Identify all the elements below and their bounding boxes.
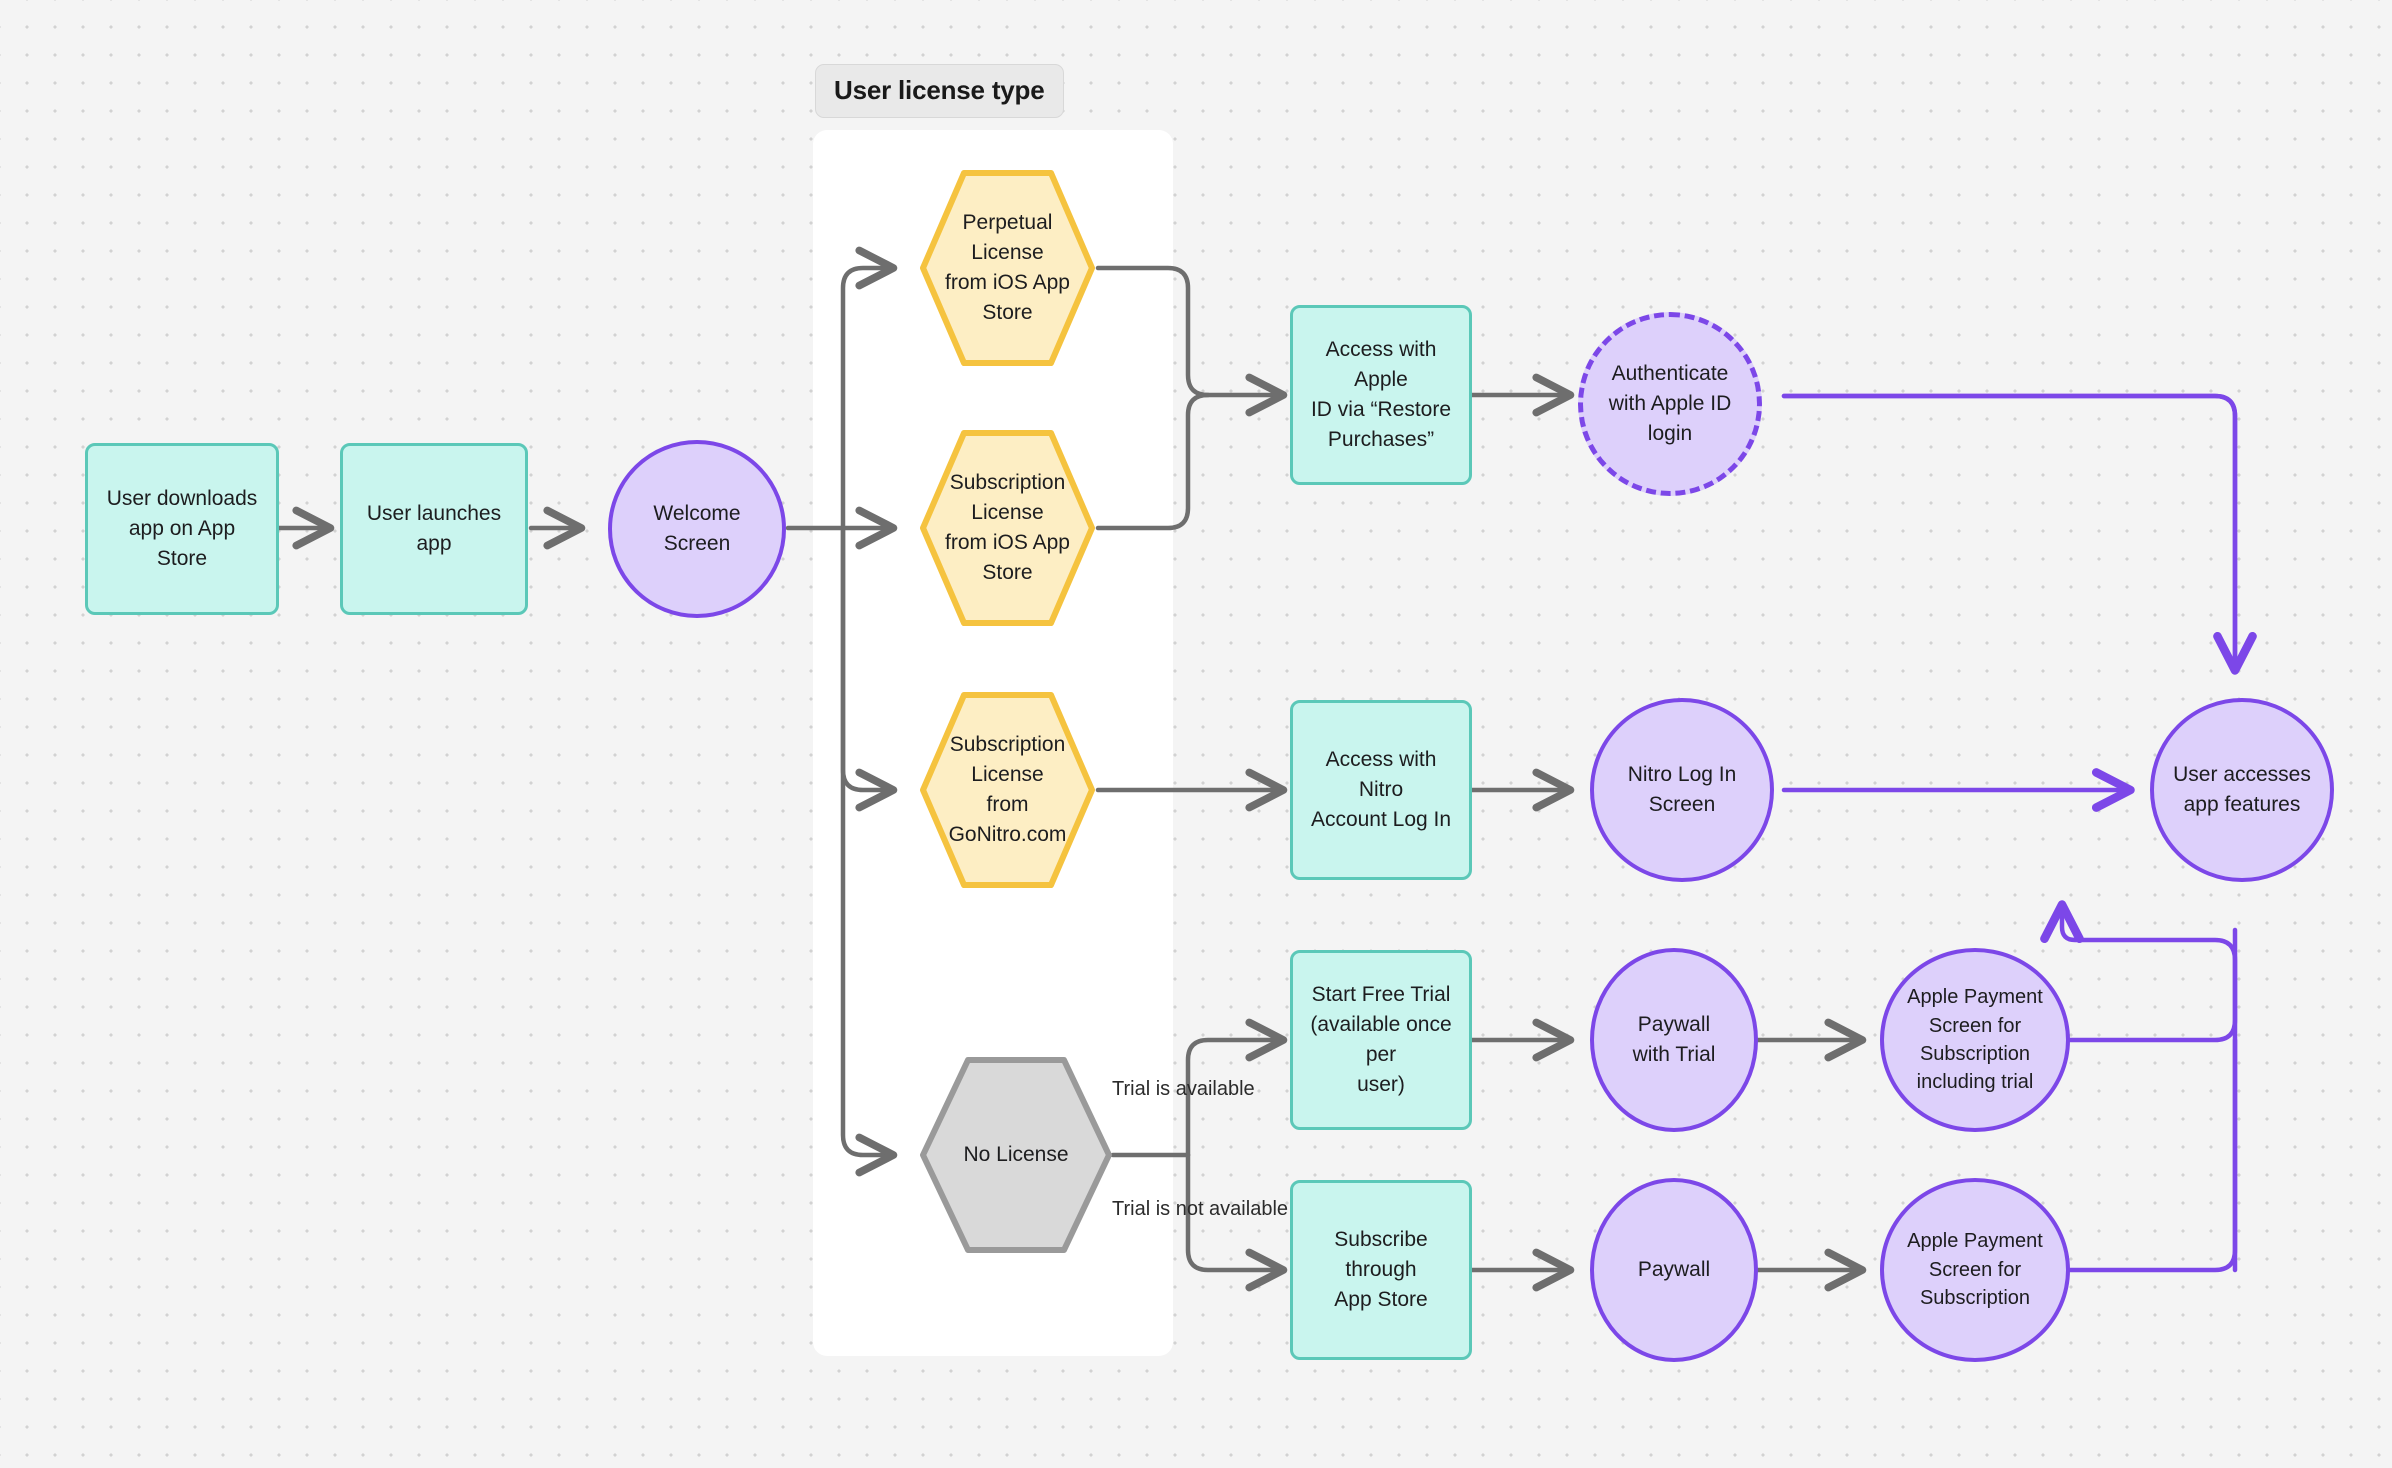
node-authenticate-apple-id[interactable]: Authenticate with Apple ID login bbox=[1578, 312, 1762, 496]
node-subscribe-app-store-label: Subscribe through App Store bbox=[1334, 1228, 1428, 1311]
node-subscribe-app-store[interactable]: Subscribe through App Store bbox=[1290, 1180, 1472, 1360]
node-paywall-label: Paywall bbox=[1637, 1258, 1711, 1282]
node-start-free-trial-label: Start Free Trial (available once per use… bbox=[1310, 983, 1452, 1096]
node-apple-payment-label: Apple Payment Screen for Subscription bbox=[1907, 1230, 2043, 1310]
node-perpetual-license-label: Perpetual License from iOS App Store bbox=[945, 211, 1070, 324]
group-title-chip: User license type bbox=[815, 64, 1064, 118]
hexagon-shape bbox=[920, 692, 1095, 888]
node-nitro-login-screen[interactable]: Nitro Log In Screen bbox=[1590, 698, 1774, 882]
node-welcome-screen[interactable]: Welcome Screen bbox=[608, 440, 786, 618]
node-user-downloads[interactable]: User downloads app on App Store bbox=[85, 443, 279, 615]
hexagon-shape bbox=[920, 170, 1095, 366]
node-user-launches-label: User launches app bbox=[366, 502, 502, 555]
node-user-launches[interactable]: User launches app bbox=[340, 443, 528, 615]
node-start-free-trial[interactable]: Start Free Trial (available once per use… bbox=[1290, 950, 1472, 1130]
node-paywall-with-trial[interactable]: Paywall with Trial bbox=[1590, 948, 1758, 1132]
node-no-license[interactable]: No License bbox=[920, 1057, 1112, 1253]
node-subscription-gonitro[interactable]: Subscription License from GoNitro.com bbox=[920, 692, 1095, 888]
node-access-apple-id-label: Access with Apple ID via “Restore Purcha… bbox=[1310, 338, 1452, 451]
node-apple-payment[interactable]: Apple Payment Screen for Subscription bbox=[1880, 1178, 2070, 1362]
node-subscription-gonitro-label: Subscription License from GoNitro.com bbox=[948, 733, 1067, 846]
node-authenticate-apple-id-label: Authenticate with Apple ID login bbox=[1608, 362, 1732, 445]
node-access-nitro[interactable]: Access with Nitro Account Log In bbox=[1290, 700, 1472, 880]
node-access-apple-id[interactable]: Access with Apple ID via “Restore Purcha… bbox=[1290, 305, 1472, 485]
node-user-accesses-app-features-label: User accesses app features bbox=[2173, 763, 2311, 816]
node-user-accesses-app-features[interactable]: User accesses app features bbox=[2150, 698, 2334, 882]
hexagon-shape bbox=[920, 430, 1095, 626]
node-subscription-ios[interactable]: Subscription License from iOS App Store bbox=[920, 430, 1095, 626]
node-no-license-label: No License bbox=[963, 1143, 1069, 1167]
node-paywall-with-trial-label: Paywall with Trial bbox=[1632, 1013, 1716, 1066]
node-perpetual-license[interactable]: Perpetual License from iOS App Store bbox=[920, 170, 1095, 366]
node-access-nitro-label: Access with Nitro Account Log In bbox=[1310, 748, 1452, 831]
edge-label-trial-available: Trial is available bbox=[1112, 1078, 1255, 1100]
hexagon-shape bbox=[920, 1057, 1112, 1253]
node-user-downloads-label: User downloads app on App Store bbox=[106, 487, 258, 570]
node-paywall[interactable]: Paywall bbox=[1590, 1178, 1758, 1362]
node-welcome-screen-label: Welcome Screen bbox=[653, 502, 741, 555]
node-nitro-login-screen-label: Nitro Log In Screen bbox=[1627, 763, 1737, 816]
node-apple-payment-trial[interactable]: Apple Payment Screen for Subscription in… bbox=[1880, 948, 2070, 1132]
edge-label-trial-not-available: Trial is not available bbox=[1112, 1198, 1289, 1220]
node-subscription-ios-label: Subscription License from iOS App Store bbox=[945, 471, 1070, 584]
node-apple-payment-trial-label: Apple Payment Screen for Subscription in… bbox=[1907, 986, 2043, 1094]
